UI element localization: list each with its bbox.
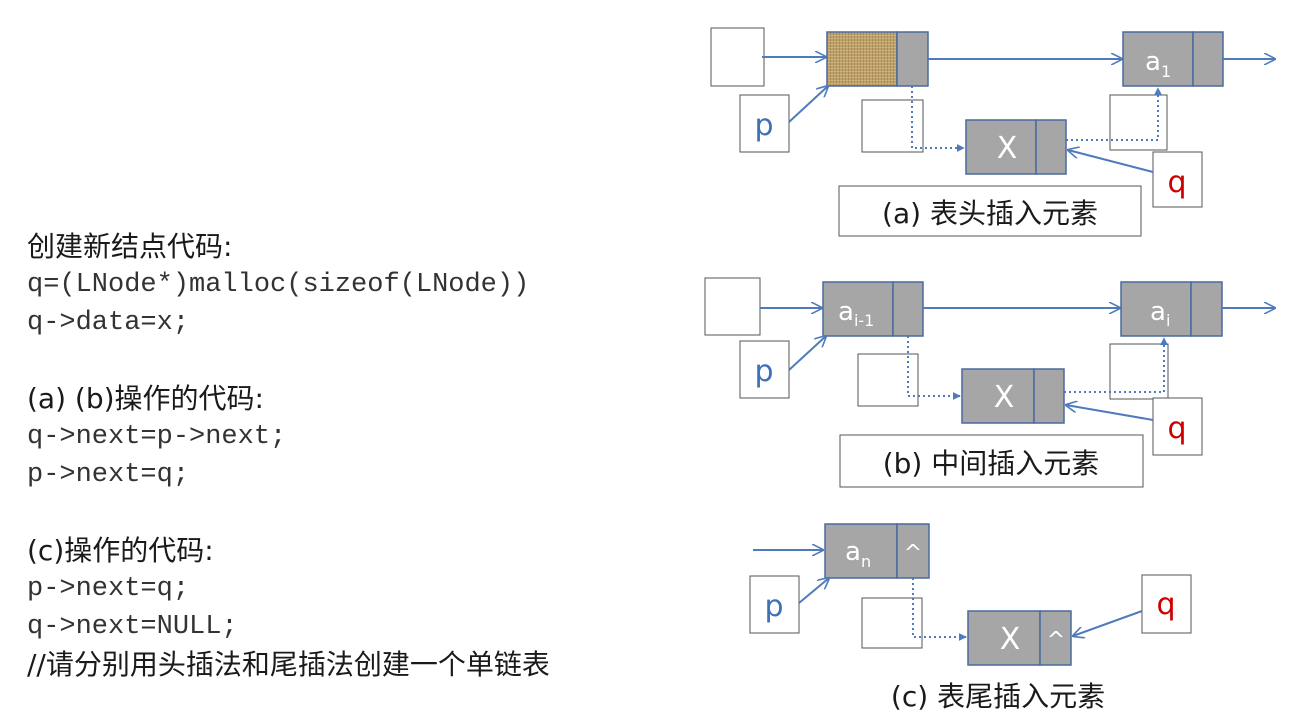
- node-ai-label: ai: [1150, 297, 1170, 330]
- old-next-box: [861, 99, 924, 153]
- node-prev-next: [892, 281, 924, 337]
- pointer-p-box: [739, 340, 790, 399]
- node-a1-data: [1122, 31, 1194, 87]
- head-pointer-box: [710, 27, 765, 87]
- head-node-next: [896, 31, 929, 87]
- pointer-q-label: q: [1156, 587, 1175, 622]
- create-node-heading: 创建新结点代码:: [27, 230, 233, 263]
- new-null-mark: ^: [1047, 628, 1065, 653]
- c-code-line-2: q->next=NULL;: [27, 612, 238, 642]
- new-node-label: X: [1000, 622, 1021, 657]
- pointer-p-label: p: [754, 354, 773, 389]
- caption-b: (b) 中间插入元素: [883, 447, 1100, 480]
- node-ai-next: [1190, 281, 1223, 337]
- pointer-p-label: p: [754, 108, 773, 143]
- pointer-q-box: [1152, 151, 1203, 208]
- diagram-c: an ^ p X ^ q (c) 表尾插入元素: [749, 523, 1192, 713]
- node-an-label: an: [845, 537, 871, 571]
- diagram-a: a1 p X q (a) 表头插入元素: [710, 27, 1275, 237]
- pointer-p-box: [749, 575, 800, 634]
- new-next-box: [1109, 343, 1169, 400]
- ab-code-heading: (a) (b)操作的代码:: [27, 382, 264, 415]
- node-a1-next: [1192, 31, 1224, 87]
- head-node-data: [826, 31, 898, 87]
- node-prev-label: ai-1: [838, 297, 874, 330]
- node-a1-label: a1: [1145, 47, 1171, 81]
- new-node-next: [1033, 368, 1065, 424]
- caption-c: (c) 表尾插入元素: [891, 680, 1105, 713]
- pointer-p-label: p: [764, 589, 783, 624]
- create-code-line-2: q->data=x;: [27, 308, 190, 338]
- caption-a: (a) 表头插入元素: [882, 197, 1098, 230]
- new-node-label: X: [997, 131, 1018, 166]
- c-code-line-1: p->next=q;: [27, 574, 190, 604]
- null-mark: ^: [904, 541, 922, 566]
- ab-code-line-2: p->next=q;: [27, 460, 190, 490]
- caption-a-box: [838, 185, 1142, 237]
- node-an-next: [896, 523, 930, 579]
- new-node-label: X: [994, 380, 1015, 415]
- exercise-comment: //请分别用头插法和尾插法创建一个单链表: [27, 648, 550, 681]
- new-node-data: [967, 610, 1041, 666]
- pointer-q-box: [1152, 397, 1203, 456]
- pointer-q-label: q: [1167, 411, 1186, 446]
- prev-pointer-box: [704, 277, 761, 336]
- ab-code-line-1: q->next=p->next;: [27, 422, 287, 452]
- caption-b-box: [839, 434, 1144, 488]
- create-code-line-1: q=(LNode*)malloc(sizeof(LNode)): [27, 270, 530, 300]
- pointer-q-box: [1141, 574, 1192, 634]
- new-next-box: [1109, 94, 1168, 151]
- pointer-q-label: q: [1167, 165, 1186, 200]
- new-node-data: [965, 119, 1037, 175]
- new-node-next: [1039, 610, 1072, 666]
- diagram-b: ai-1 ai p X q (b) 中间插入元素: [704, 277, 1275, 488]
- node-ai-data: [1120, 281, 1192, 337]
- new-node-next: [1035, 119, 1067, 175]
- pointer-p-box: [739, 94, 790, 153]
- c-code-heading: (c)操作的代码:: [27, 534, 214, 567]
- code-panel: 创建新结点代码: q=(LNode*)malloc(sizeof(LNode))…: [27, 228, 687, 684]
